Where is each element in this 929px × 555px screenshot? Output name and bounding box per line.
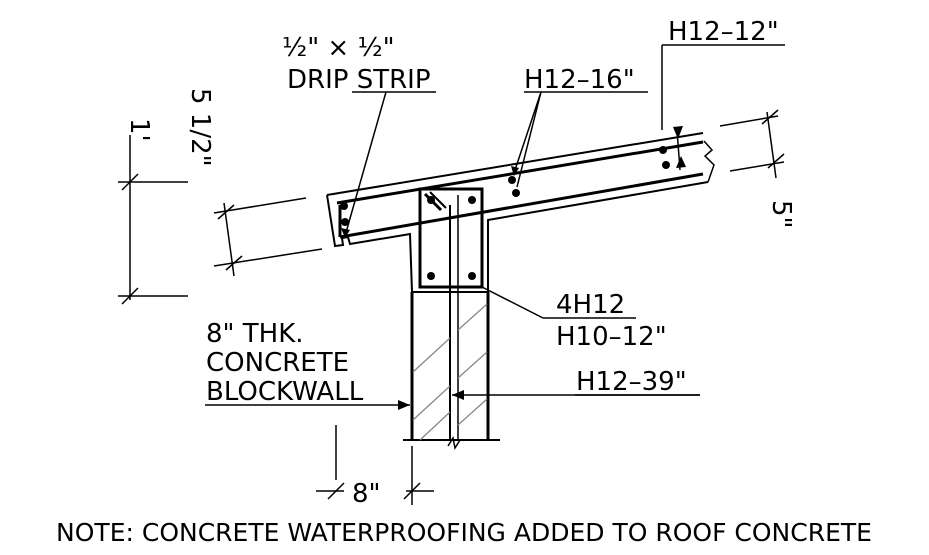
drip-strip-label: DRIP STRIP	[287, 65, 431, 95]
roof-slab	[326, 132, 715, 293]
leaders	[205, 44, 785, 410]
dim-8in-label: 8"	[352, 479, 381, 509]
bar-dot	[340, 202, 348, 210]
dim-8in	[316, 425, 434, 505]
h12-16-leader	[513, 91, 542, 174]
h10-12-label: H10–12"	[556, 322, 667, 352]
wall-material-label: CONCRETE	[206, 348, 349, 378]
drip-leader	[344, 91, 387, 237]
bottom-bar	[339, 172, 704, 239]
dim-1ft	[118, 135, 188, 305]
break-symbol	[447, 436, 461, 450]
bar-dot	[662, 161, 670, 169]
stirrup-hook	[429, 191, 447, 209]
wall-hatch	[412, 303, 488, 441]
bar-dot	[512, 189, 520, 197]
bar-dot	[468, 272, 476, 280]
slab-top	[326, 132, 704, 196]
bar-dot	[659, 146, 667, 154]
4h12-leader	[481, 286, 544, 319]
bar-dot	[427, 196, 435, 204]
slab-soffit-right	[487, 181, 709, 292]
dim-5in-label: 5"	[766, 200, 796, 229]
wall-thk-label: 8" THK.	[206, 319, 304, 349]
4h12-label: 4H12	[556, 290, 625, 320]
dim-5in	[719, 109, 785, 179]
h12-12-label: H12–12"	[668, 17, 779, 47]
bar-dot	[508, 176, 516, 184]
bar-dot	[468, 196, 476, 204]
dim-5half-label: 5 1/2"	[185, 88, 215, 167]
beam	[418, 187, 484, 289]
drip-size-label: ½" × ½"	[282, 33, 395, 63]
dim-1ft-label: 1'	[124, 118, 154, 142]
dim-5half	[213, 197, 323, 277]
beam-stirrup	[418, 187, 484, 289]
bar-dot	[427, 272, 435, 280]
h12-16-label: H12–16"	[524, 65, 635, 95]
wall-type-label: BLOCKWALL	[206, 377, 364, 407]
note-text: NOTE: CONCRETE WATERPROOFING ADDED TO RO…	[56, 518, 872, 547]
slab-break	[703, 140, 715, 183]
bar-dot	[341, 218, 349, 226]
h12-39-label: H12–39"	[576, 367, 687, 397]
blockwall	[403, 195, 500, 450]
